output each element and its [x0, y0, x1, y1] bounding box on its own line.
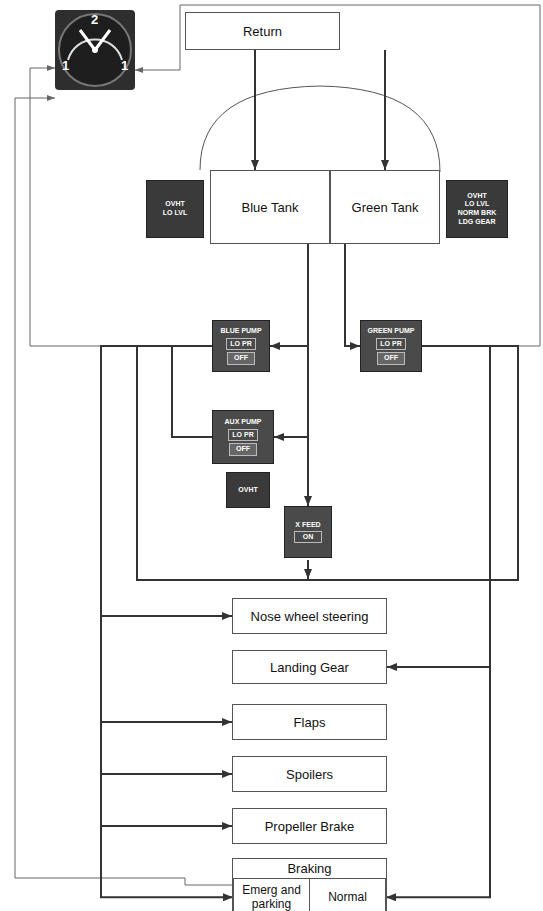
node-text: LO PR: [226, 338, 255, 350]
xfeed-switch: X FEED ON: [284, 506, 332, 558]
node-text: Spoilers: [286, 767, 333, 782]
braking-row: Emerg and parking Normal: [233, 878, 386, 911]
return-box: Return: [185, 12, 340, 50]
node-text: OVHT: [165, 200, 184, 209]
gauge-needle: [95, 30, 110, 50]
hydraulic-line: [384, 50, 386, 170]
hydraulic-line: [386, 346, 490, 897]
node-text: LO PR: [376, 338, 405, 350]
node-text: Normal: [328, 889, 367, 907]
hydraulic-line: [254, 50, 256, 170]
gauge-line: [15, 98, 232, 885]
node-text: Return: [243, 24, 282, 39]
hydraulic-line: [387, 346, 490, 667]
consumer-box: Landing Gear: [232, 650, 387, 684]
hydraulic-line: [101, 346, 232, 616]
consumer-box: Nose wheel steering: [232, 598, 387, 634]
xfeed-line: [307, 560, 309, 579]
gauge-needle: [80, 30, 95, 50]
reservoir-dome: [200, 86, 440, 172]
node-text: ON: [294, 531, 322, 543]
node-text: Emerg and parking: [237, 882, 306, 911]
pump-switch: GREEN PUMP LO PR OFF: [360, 320, 422, 372]
node-text: BLUE PUMP: [220, 327, 261, 335]
tank-box: Blue Tank: [210, 170, 330, 244]
node-text: X FEED: [295, 521, 320, 529]
node-text: LO PR: [228, 429, 257, 441]
node-text: OVHT: [238, 486, 257, 495]
node-text: Green Tank: [352, 200, 419, 215]
node-text: LO LVL: [163, 209, 187, 218]
warning-panel: OVHTLO LVLNORM BRK LDG GEAR: [446, 180, 508, 238]
gauge-hub: [92, 47, 98, 53]
gauge-scale: [68, 39, 122, 60]
hydraulic-line: [101, 346, 232, 722]
brake-mode-box: Emerg and parking: [233, 878, 310, 911]
hydraulic-line: [345, 244, 360, 346]
node-text: OFF: [377, 352, 405, 364]
node-text: Nose wheel steering: [251, 609, 369, 624]
pump-switch: AUX PUMP LO PR OFF: [212, 410, 274, 464]
hydraulic-line: [307, 244, 309, 506]
brake-mode-box: Normal: [310, 878, 386, 911]
node-text: OFF: [229, 443, 257, 455]
node-text: AUX PUMP: [225, 418, 262, 426]
gauge-number: 1: [62, 58, 69, 73]
braking-box: BrakingEmerg and parking Normal: [232, 858, 387, 911]
node-text: Blue Tank: [242, 200, 299, 215]
gauge-line: [30, 68, 101, 346]
node-text: Landing Gear: [270, 660, 349, 675]
node-text: LO LVL: [465, 200, 489, 209]
hydraulic-line: [137, 346, 518, 580]
gauge-body: [55, 10, 135, 90]
warning-panel: OVHTLO LVL: [146, 180, 204, 238]
consumer-box: Spoilers: [232, 756, 387, 792]
hydraulic-line: [172, 346, 212, 437]
node-text: Braking: [287, 859, 331, 878]
gauge-line: [135, 5, 540, 346]
gauge-number: 2: [91, 12, 98, 27]
node-text: Flaps: [294, 715, 326, 730]
gauge-number: 1: [121, 58, 128, 73]
pump-switch: BLUE PUMP LO PR OFF: [212, 320, 270, 372]
warning-panel: OVHT: [226, 472, 270, 508]
consumer-box: Flaps: [232, 704, 387, 740]
node-text: OFF: [227, 352, 255, 364]
tank-box: Green Tank: [330, 170, 440, 244]
node-text: GREEN PUMP: [367, 327, 414, 335]
node-text: Propeller Brake: [265, 819, 355, 834]
hydraulic-line: [274, 244, 308, 437]
hydraulic-line: [270, 244, 308, 346]
consumer-box: Propeller Brake: [232, 808, 387, 844]
node-text: OVHT: [467, 192, 486, 201]
node-text: NORM BRK LDG GEAR: [450, 209, 504, 227]
